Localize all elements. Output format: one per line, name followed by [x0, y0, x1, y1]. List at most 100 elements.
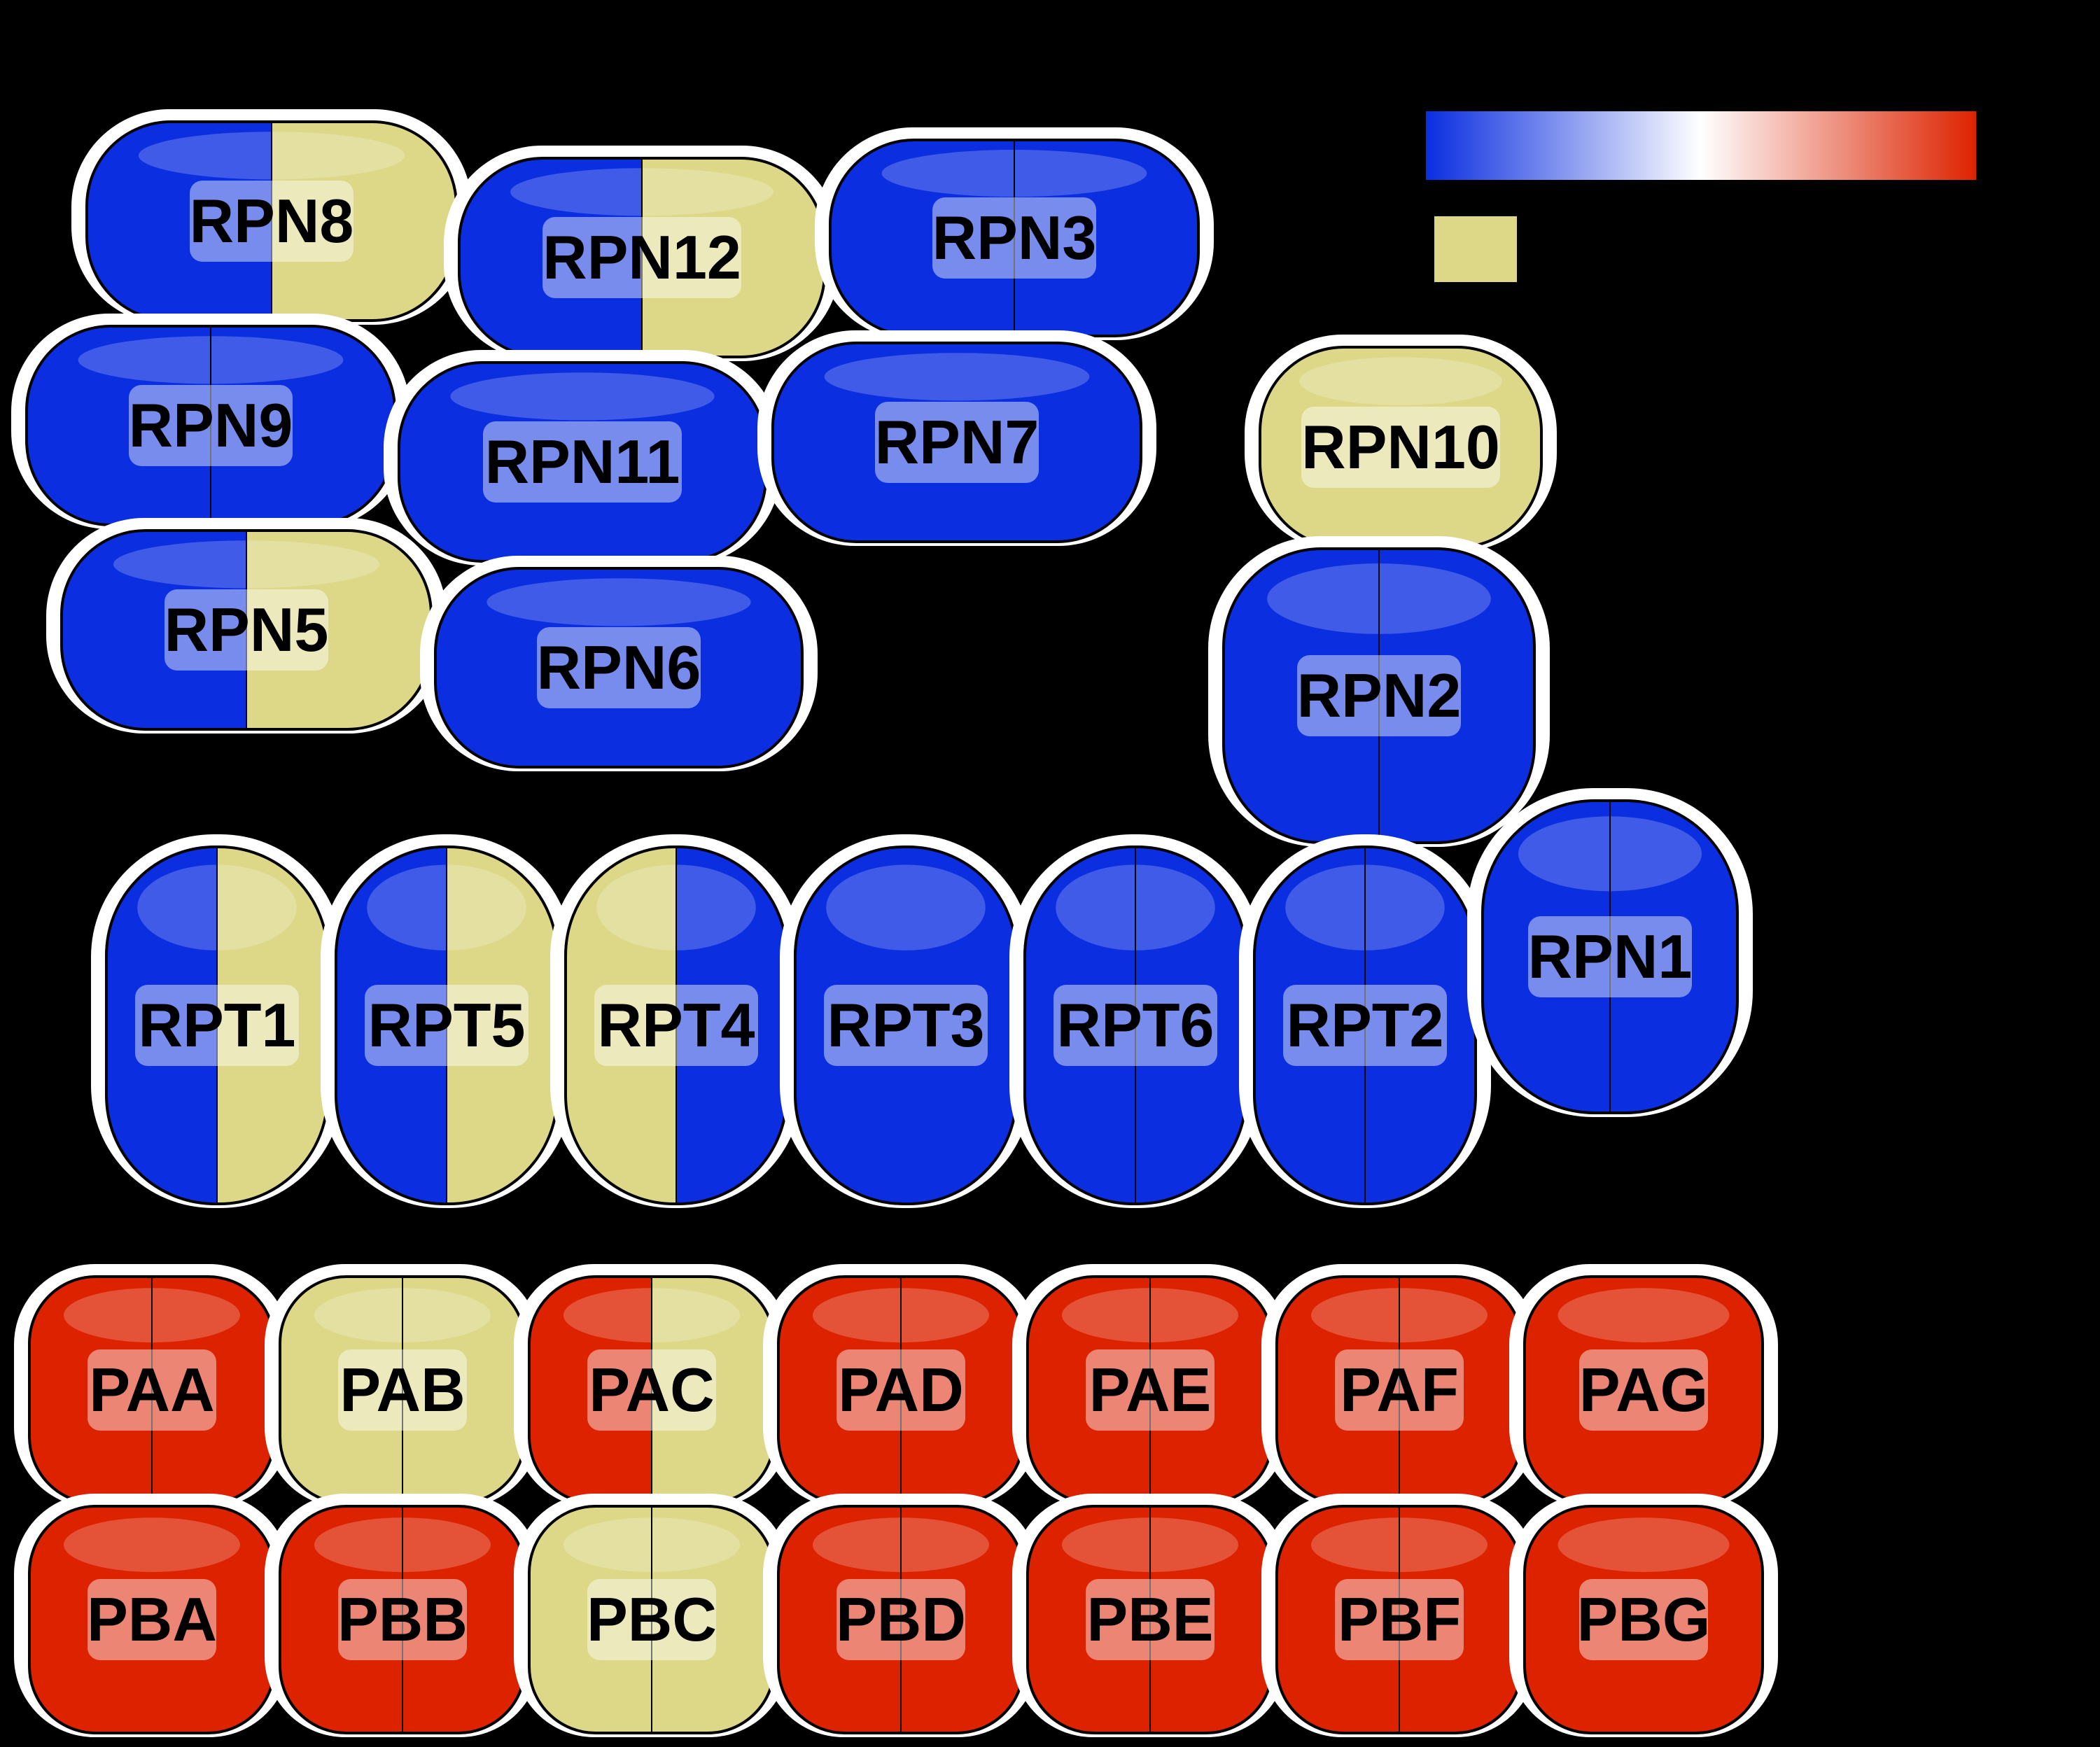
- rpn9-half-0: [27, 326, 211, 525]
- rpt5-label-box: [365, 985, 528, 1066]
- pab-label-box: [338, 1349, 467, 1431]
- subunit-rpn5: RPN5: [46, 518, 447, 734]
- rpn6-half-0: [435, 568, 802, 767]
- rpn3-half-0: [830, 140, 1015, 336]
- subunit-pbg: PBG: [1509, 1494, 1778, 1737]
- subunit-rpn10: RPN10: [1245, 335, 1557, 552]
- rpn12-half-1: [642, 158, 825, 357]
- pbg-gloss: [1558, 1517, 1730, 1572]
- rpt2-half-0: [1254, 847, 1366, 1204]
- pbb-half-0: [280, 1506, 403, 1733]
- pbd-fill: [778, 1506, 1023, 1733]
- rpt2-half-1: [1365, 847, 1476, 1204]
- rpn2-label: RPN2: [1297, 661, 1462, 730]
- rpn10-gloss: [1299, 357, 1502, 405]
- paf-label-box: [1335, 1349, 1464, 1431]
- rpn11-half-0: [399, 363, 766, 561]
- pba-label: PBA: [87, 1585, 217, 1654]
- rpn2-half-0: [1224, 549, 1380, 843]
- pbf-label: PBF: [1338, 1585, 1461, 1654]
- pab-fill: [280, 1277, 525, 1503]
- pac-half-0: [529, 1277, 652, 1503]
- rpn2-half-1: [1379, 549, 1534, 843]
- rpt1-half-0: [106, 847, 218, 1204]
- rpn10-half-0: [1260, 347, 1541, 547]
- rpn8-half-1: [272, 122, 456, 321]
- rpn12-half-0: [459, 158, 643, 357]
- rpn10-label: RPN10: [1301, 412, 1500, 482]
- pac-half-1: [652, 1277, 774, 1503]
- pag-label-box: [1579, 1349, 1708, 1431]
- rpn2-fill: [1224, 549, 1534, 843]
- subunit-rpn7: RPN7: [757, 330, 1156, 546]
- rpn12-label: RPN12: [542, 223, 741, 292]
- pab-half-1: [402, 1277, 525, 1503]
- subunit-rpn11: RPN11: [384, 350, 781, 566]
- pbf-fill: [1277, 1506, 1522, 1733]
- pae-fill: [1028, 1277, 1273, 1503]
- rpt4-half-0: [566, 847, 677, 1204]
- rpt2-fill: [1254, 847, 1476, 1204]
- pad-fill: [778, 1277, 1023, 1503]
- subunit-paa: PAA: [14, 1264, 290, 1508]
- subunit-pae: PAE: [1012, 1264, 1288, 1508]
- rpn7-label-box: [875, 402, 1039, 483]
- rpn1-label: RPN1: [1528, 922, 1693, 991]
- rpt6-label-box: [1054, 985, 1217, 1066]
- pag-label: PAG: [1579, 1355, 1708, 1424]
- rpn7-gloss: [824, 353, 1090, 401]
- rpn1-half-0: [1483, 801, 1611, 1113]
- rpn10-fill: [1260, 347, 1541, 547]
- subunit-pbc: PBC: [514, 1494, 790, 1737]
- subunit-pbe: PBE: [1012, 1494, 1288, 1737]
- rpt2-label: RPT2: [1287, 990, 1444, 1060]
- pbc-label: PBC: [587, 1585, 717, 1654]
- rpt6-label: RPT6: [1057, 990, 1214, 1060]
- pbc-fill: [529, 1506, 774, 1733]
- pag-half-0: [1525, 1277, 1763, 1503]
- pbf-label-box: [1335, 1579, 1464, 1660]
- rpn11-label-box: [483, 421, 682, 503]
- rpn6-fill: [435, 568, 802, 767]
- subunit-pag: PAG: [1509, 1264, 1778, 1508]
- rpt3-fill: [795, 847, 1016, 1204]
- subunit-rpn3: RPN3: [815, 127, 1214, 340]
- pbb-label: PBB: [337, 1585, 468, 1654]
- rpn7-label: RPN7: [875, 407, 1040, 477]
- rpn3-label-box: [932, 197, 1096, 279]
- rpt6-half-0: [1025, 847, 1136, 1204]
- pba-half-0: [29, 1506, 274, 1733]
- subunit-rpn9: RPN9: [11, 314, 410, 529]
- subunit-pba: PBA: [14, 1494, 290, 1737]
- rpn3-fill: [830, 140, 1198, 336]
- pad-label: PAD: [838, 1355, 963, 1424]
- subunit-pad: PAD: [763, 1264, 1039, 1508]
- pbc-half-0: [529, 1506, 652, 1733]
- rpt1-half-1: [217, 847, 328, 1204]
- pbc-half-1: [652, 1506, 774, 1733]
- paf-half-1: [1399, 1277, 1522, 1503]
- rpt4-fill: [566, 847, 787, 1204]
- pbf-half-0: [1277, 1506, 1400, 1733]
- pae-label: PAE: [1089, 1355, 1211, 1424]
- pad-half-1: [901, 1277, 1023, 1503]
- subunit-rpt3: RPT3: [780, 834, 1032, 1208]
- rpt3-label-box: [824, 985, 988, 1066]
- paa-fill: [29, 1277, 274, 1503]
- pba-gloss: [64, 1517, 240, 1572]
- rpt6-half-1: [1135, 847, 1246, 1204]
- subunit-rpt1: RPT1: [91, 834, 343, 1208]
- subunit-pbd: PBD: [763, 1494, 1039, 1737]
- pbg-label-box: [1579, 1579, 1708, 1660]
- pbg-half-0: [1525, 1506, 1763, 1733]
- rpt5-half-0: [336, 847, 447, 1204]
- pbe-label-box: [1086, 1579, 1214, 1660]
- pae-label-box: [1086, 1349, 1214, 1431]
- pab-label: PAB: [340, 1355, 465, 1424]
- subunit-rpt6: RPT6: [1009, 834, 1261, 1208]
- paf-half-0: [1277, 1277, 1400, 1503]
- subunit-rpn12: RPN12: [444, 146, 840, 361]
- rpn5-label-box: [164, 589, 328, 671]
- pae-half-1: [1150, 1277, 1273, 1503]
